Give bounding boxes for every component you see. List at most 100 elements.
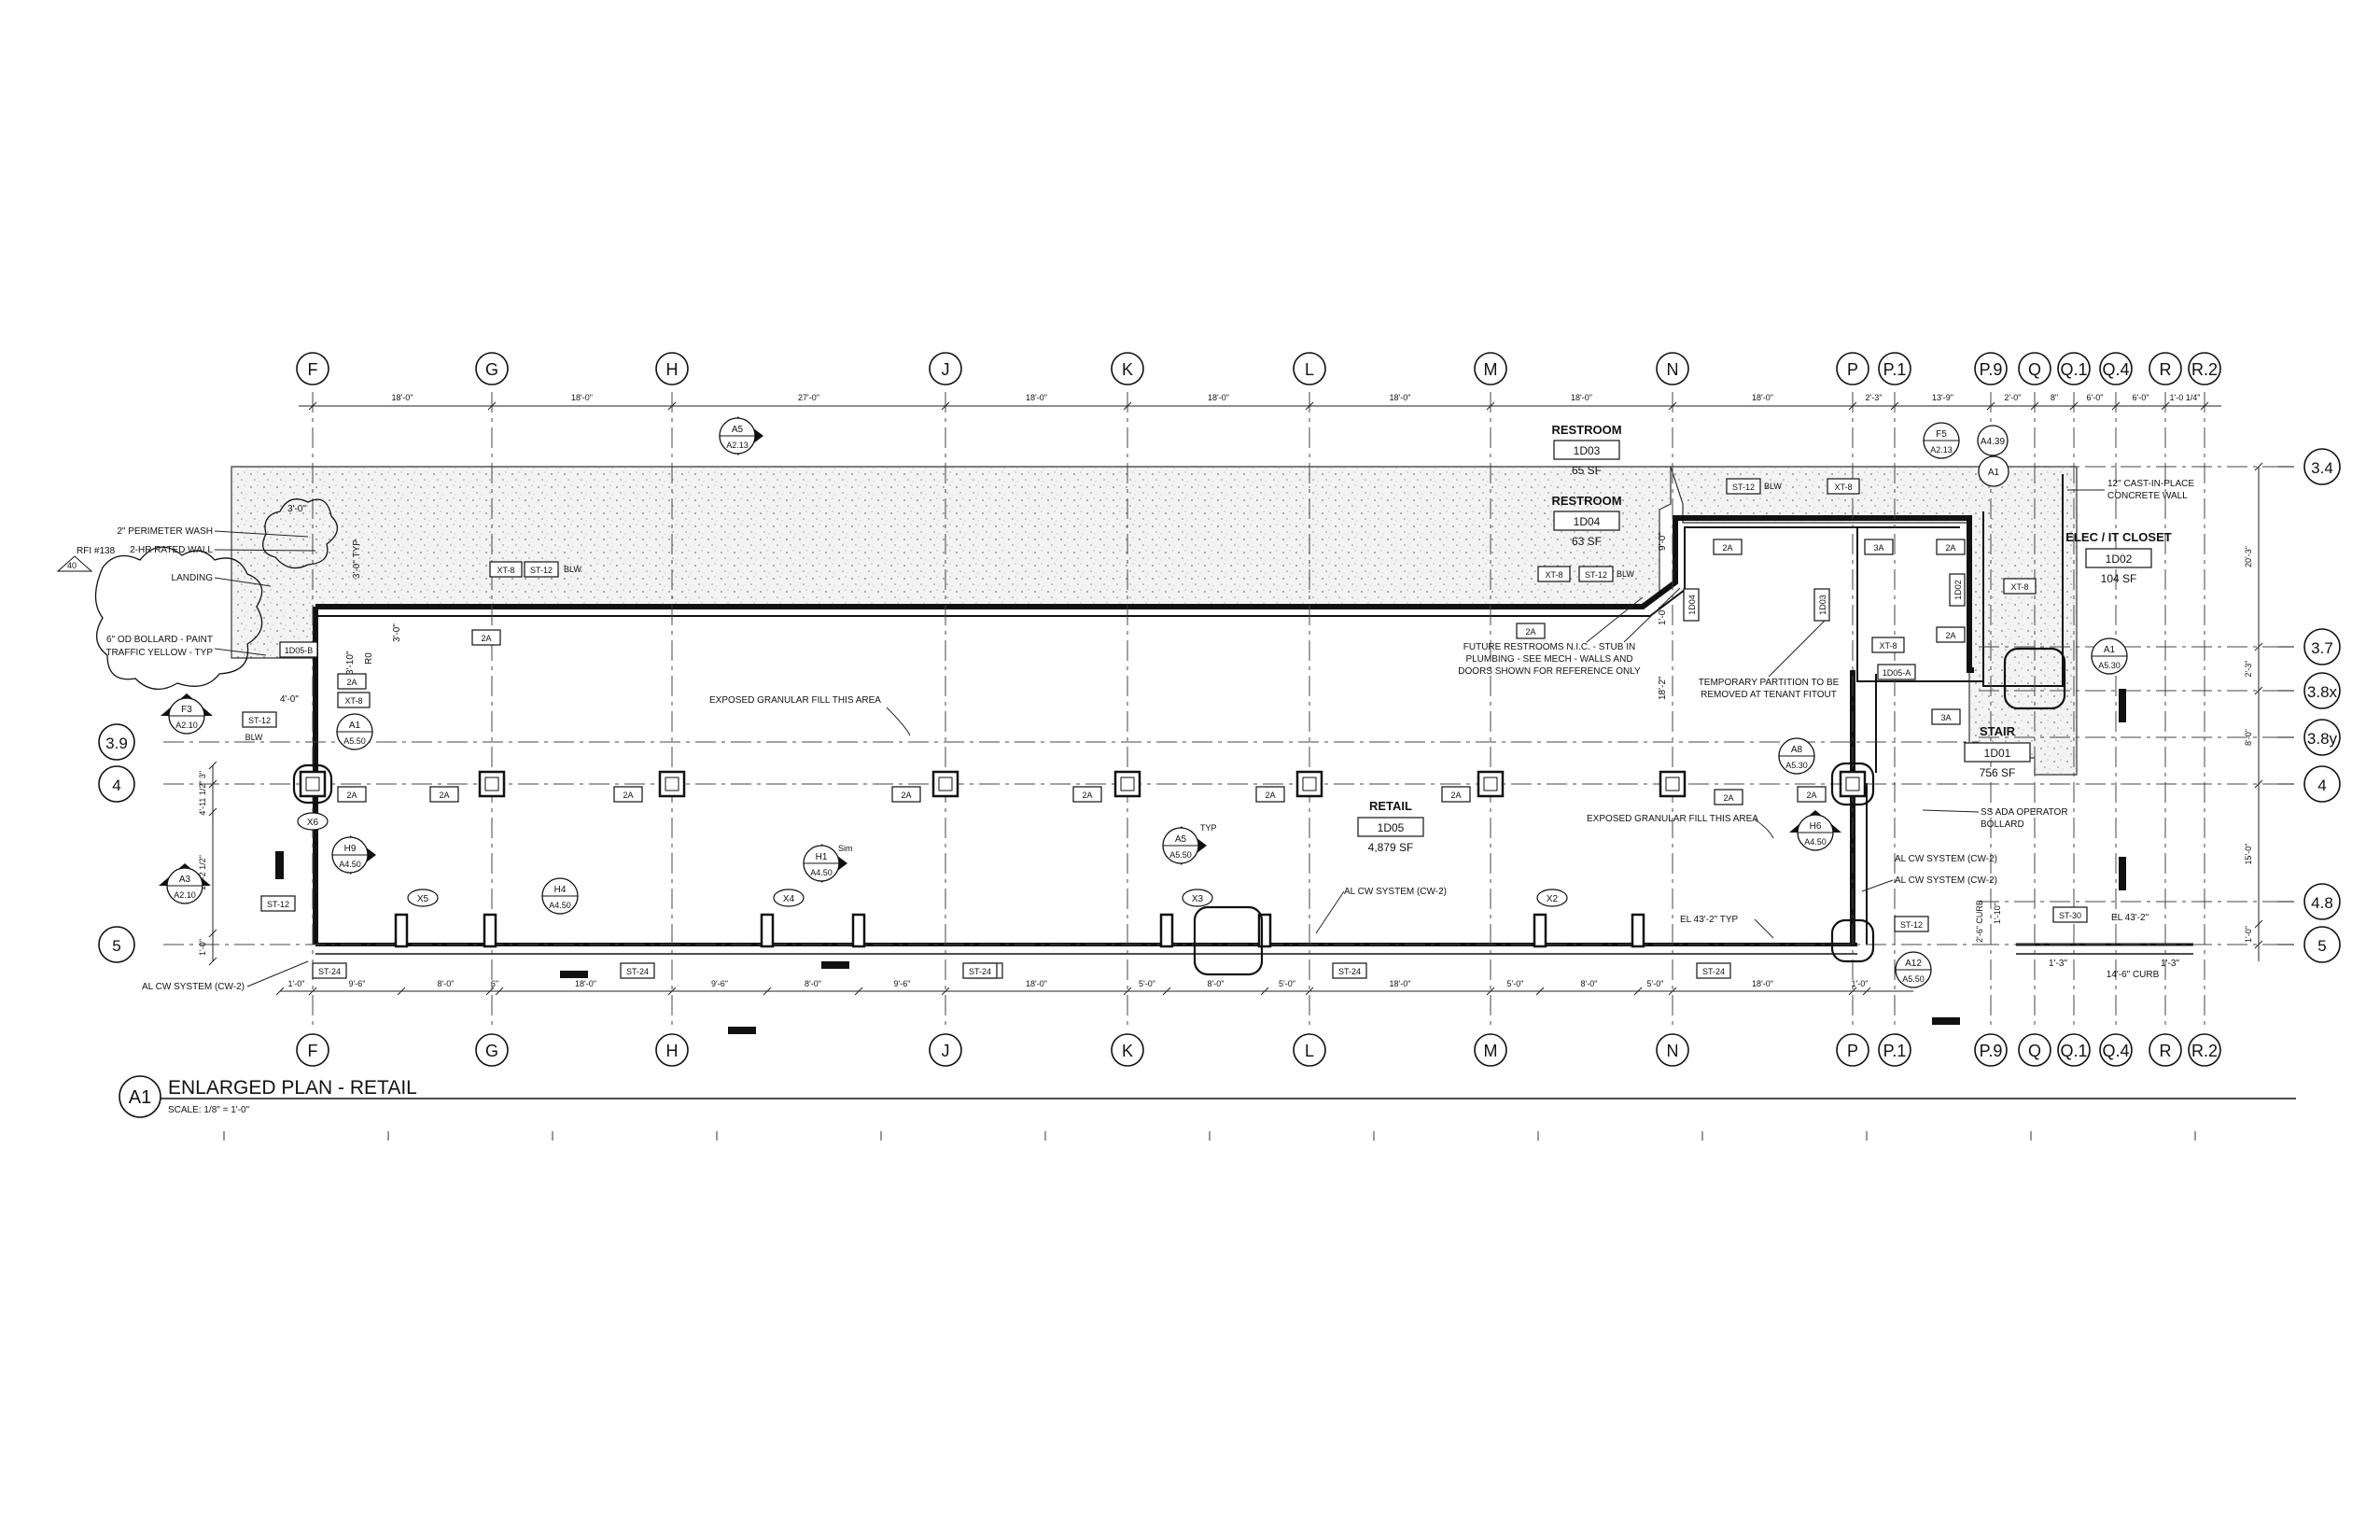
window-tag-x4: X4 — [773, 889, 805, 907]
tag-label: ST-12 — [1732, 483, 1755, 492]
column-F — [299, 770, 327, 798]
dim-tick — [1633, 987, 1643, 996]
tag-label: XT-8 — [2010, 582, 2028, 592]
room-name: STAIR — [1980, 724, 2016, 738]
dim-tick — [1848, 401, 1857, 411]
dimension-text: 27'-0" — [798, 393, 819, 402]
dimension-text: 18'-0" — [1026, 393, 1047, 402]
grid-bubble-L-bottom: L — [1293, 1033, 1326, 1067]
dim-tick — [1123, 401, 1132, 411]
grid-label: J — [942, 360, 950, 379]
dim-tick — [941, 987, 950, 996]
note-typ-wall: 3'-0" TYP — [352, 539, 362, 579]
grid-bubble-row-left-4: 4 — [98, 765, 135, 803]
dim-3-10: 3'-10" — [345, 651, 356, 675]
tag-wall_2a: 2A — [613, 786, 643, 803]
room-number: 1D02 — [2106, 553, 2133, 566]
tag-xt8: XT-8 — [1871, 637, 1905, 653]
dim-tick — [208, 957, 217, 966]
tag-xt8: XT-8 — [1827, 478, 1860, 495]
grid-bubble-Q.4-top: Q.4 — [2099, 352, 2133, 385]
note-blw: BLW — [1617, 569, 1634, 579]
mullion — [1257, 913, 1272, 948]
grid-label: R.2 — [2191, 1042, 2218, 1060]
grid-bubble-G-bottom: G — [475, 1033, 509, 1067]
mullion — [394, 913, 409, 948]
detail-ring — [1193, 905, 1264, 976]
dim-tick — [1305, 401, 1314, 411]
callout-id: H9 — [344, 844, 357, 854]
dim-tick — [495, 987, 504, 996]
grid-bubble-K-bottom: K — [1111, 1033, 1144, 1067]
window-tag-x5: X5 — [407, 889, 439, 907]
window-label: X3 — [1192, 894, 1204, 904]
tag-label: ST-12 — [267, 900, 289, 909]
grid-label: K — [1122, 360, 1133, 379]
tag-label: 2A — [1525, 627, 1535, 637]
tag-label: 2A — [1265, 791, 1275, 800]
dimension-text: 5'-0" — [1507, 979, 1524, 988]
grid-bubble-P.1-bottom: P.1 — [1878, 1033, 1911, 1067]
detail-ring — [2003, 647, 2066, 710]
dimension-text: 18'-0" — [1390, 979, 1411, 988]
dimension-text: 1'-0" — [198, 939, 207, 956]
dim-tick — [2254, 686, 2263, 695]
dimension-text: 3" — [198, 771, 207, 778]
dimension-text: 20'-3" — [2244, 546, 2253, 567]
column-G — [478, 770, 506, 798]
detail-ring — [1830, 762, 1875, 806]
grid-label: Q.4 — [2102, 360, 2129, 379]
tag-label: XT-8 — [1545, 570, 1562, 580]
dim-tick — [1123, 987, 1132, 996]
note-future-restrooms-2: PLUMBING - SEE MECH - WALLS AND — [1465, 654, 1632, 665]
room-tag-restroom-1d03: RESTROOM 1D03 65 SF — [1551, 423, 1621, 477]
grid-label: N — [1667, 1042, 1679, 1060]
dimension-text: 8'-0" — [2244, 729, 2253, 746]
dimension-text: 9'-6" — [711, 979, 728, 988]
dim-tick — [2254, 642, 2263, 651]
tag-wall_2a: 2A — [1936, 539, 1966, 555]
tag-label: 2A — [1722, 543, 1732, 553]
grid-bubble-P.9-top: P.9 — [1974, 352, 2008, 385]
note-concrete-wall-2: CONCRETE WALL — [2107, 491, 2188, 501]
dimension-text: 6'-0" — [2087, 393, 2104, 402]
tag-label: ST-24 — [318, 967, 341, 976]
dim-tick — [1668, 987, 1677, 996]
tag-label: XT-8 — [1879, 641, 1897, 651]
mullion — [1533, 913, 1547, 948]
grid-bubble-R.2-top: R.2 — [2188, 352, 2221, 385]
grid-label: M — [1484, 1042, 1498, 1060]
dimension-text: 18'-0" — [1571, 393, 1592, 402]
tag-wall_2a: 2A — [1936, 626, 1966, 643]
tag-xt8: XT-8 — [337, 692, 371, 708]
callout-id: A5 — [1175, 834, 1187, 845]
room-tag-retail-1d05: RETAIL 1D05 4,879 SF — [1357, 799, 1424, 854]
tag-wall_2a: 2A — [891, 786, 921, 803]
dimension-text: 1'-0" — [288, 979, 305, 988]
grid-bubble-Q-bottom: Q — [2018, 1033, 2051, 1067]
tag-label: ST-24 — [969, 967, 991, 976]
grid-bubble-M-top: M — [1474, 352, 1507, 385]
column-J — [931, 770, 959, 798]
note-temporary-partition-2: REMOVED AT TENANT FITOUT — [1701, 690, 1837, 700]
dim-tick — [2200, 401, 2209, 411]
dimension-text: 9'-6" — [349, 979, 366, 988]
dim-tick — [1305, 987, 1314, 996]
window-label: X2 — [1547, 894, 1559, 904]
door-tag-1d05-a: 1D05-A — [1877, 664, 1916, 680]
window-label: X6 — [307, 818, 319, 828]
exposed-granular-fill-band — [231, 466, 2078, 776]
grid-bubble-row-3.8y: 3.8y — [2277, 719, 2341, 756]
grid-bubble-Q.4-bottom: Q.4 — [2099, 1033, 2133, 1067]
tag-label: 1D05-B — [285, 646, 314, 655]
dim-tick — [854, 987, 863, 996]
room-area: 63 SF — [1572, 535, 1602, 548]
tag-st12: ST-12 — [1726, 478, 1761, 495]
dim-tick — [1162, 987, 1171, 996]
mullion — [1631, 913, 1645, 948]
tag-st24: ST-24 — [962, 962, 998, 979]
grid-label: 5 — [2317, 937, 2326, 955]
grid-bubble-row-left-5: 5 — [98, 926, 135, 963]
